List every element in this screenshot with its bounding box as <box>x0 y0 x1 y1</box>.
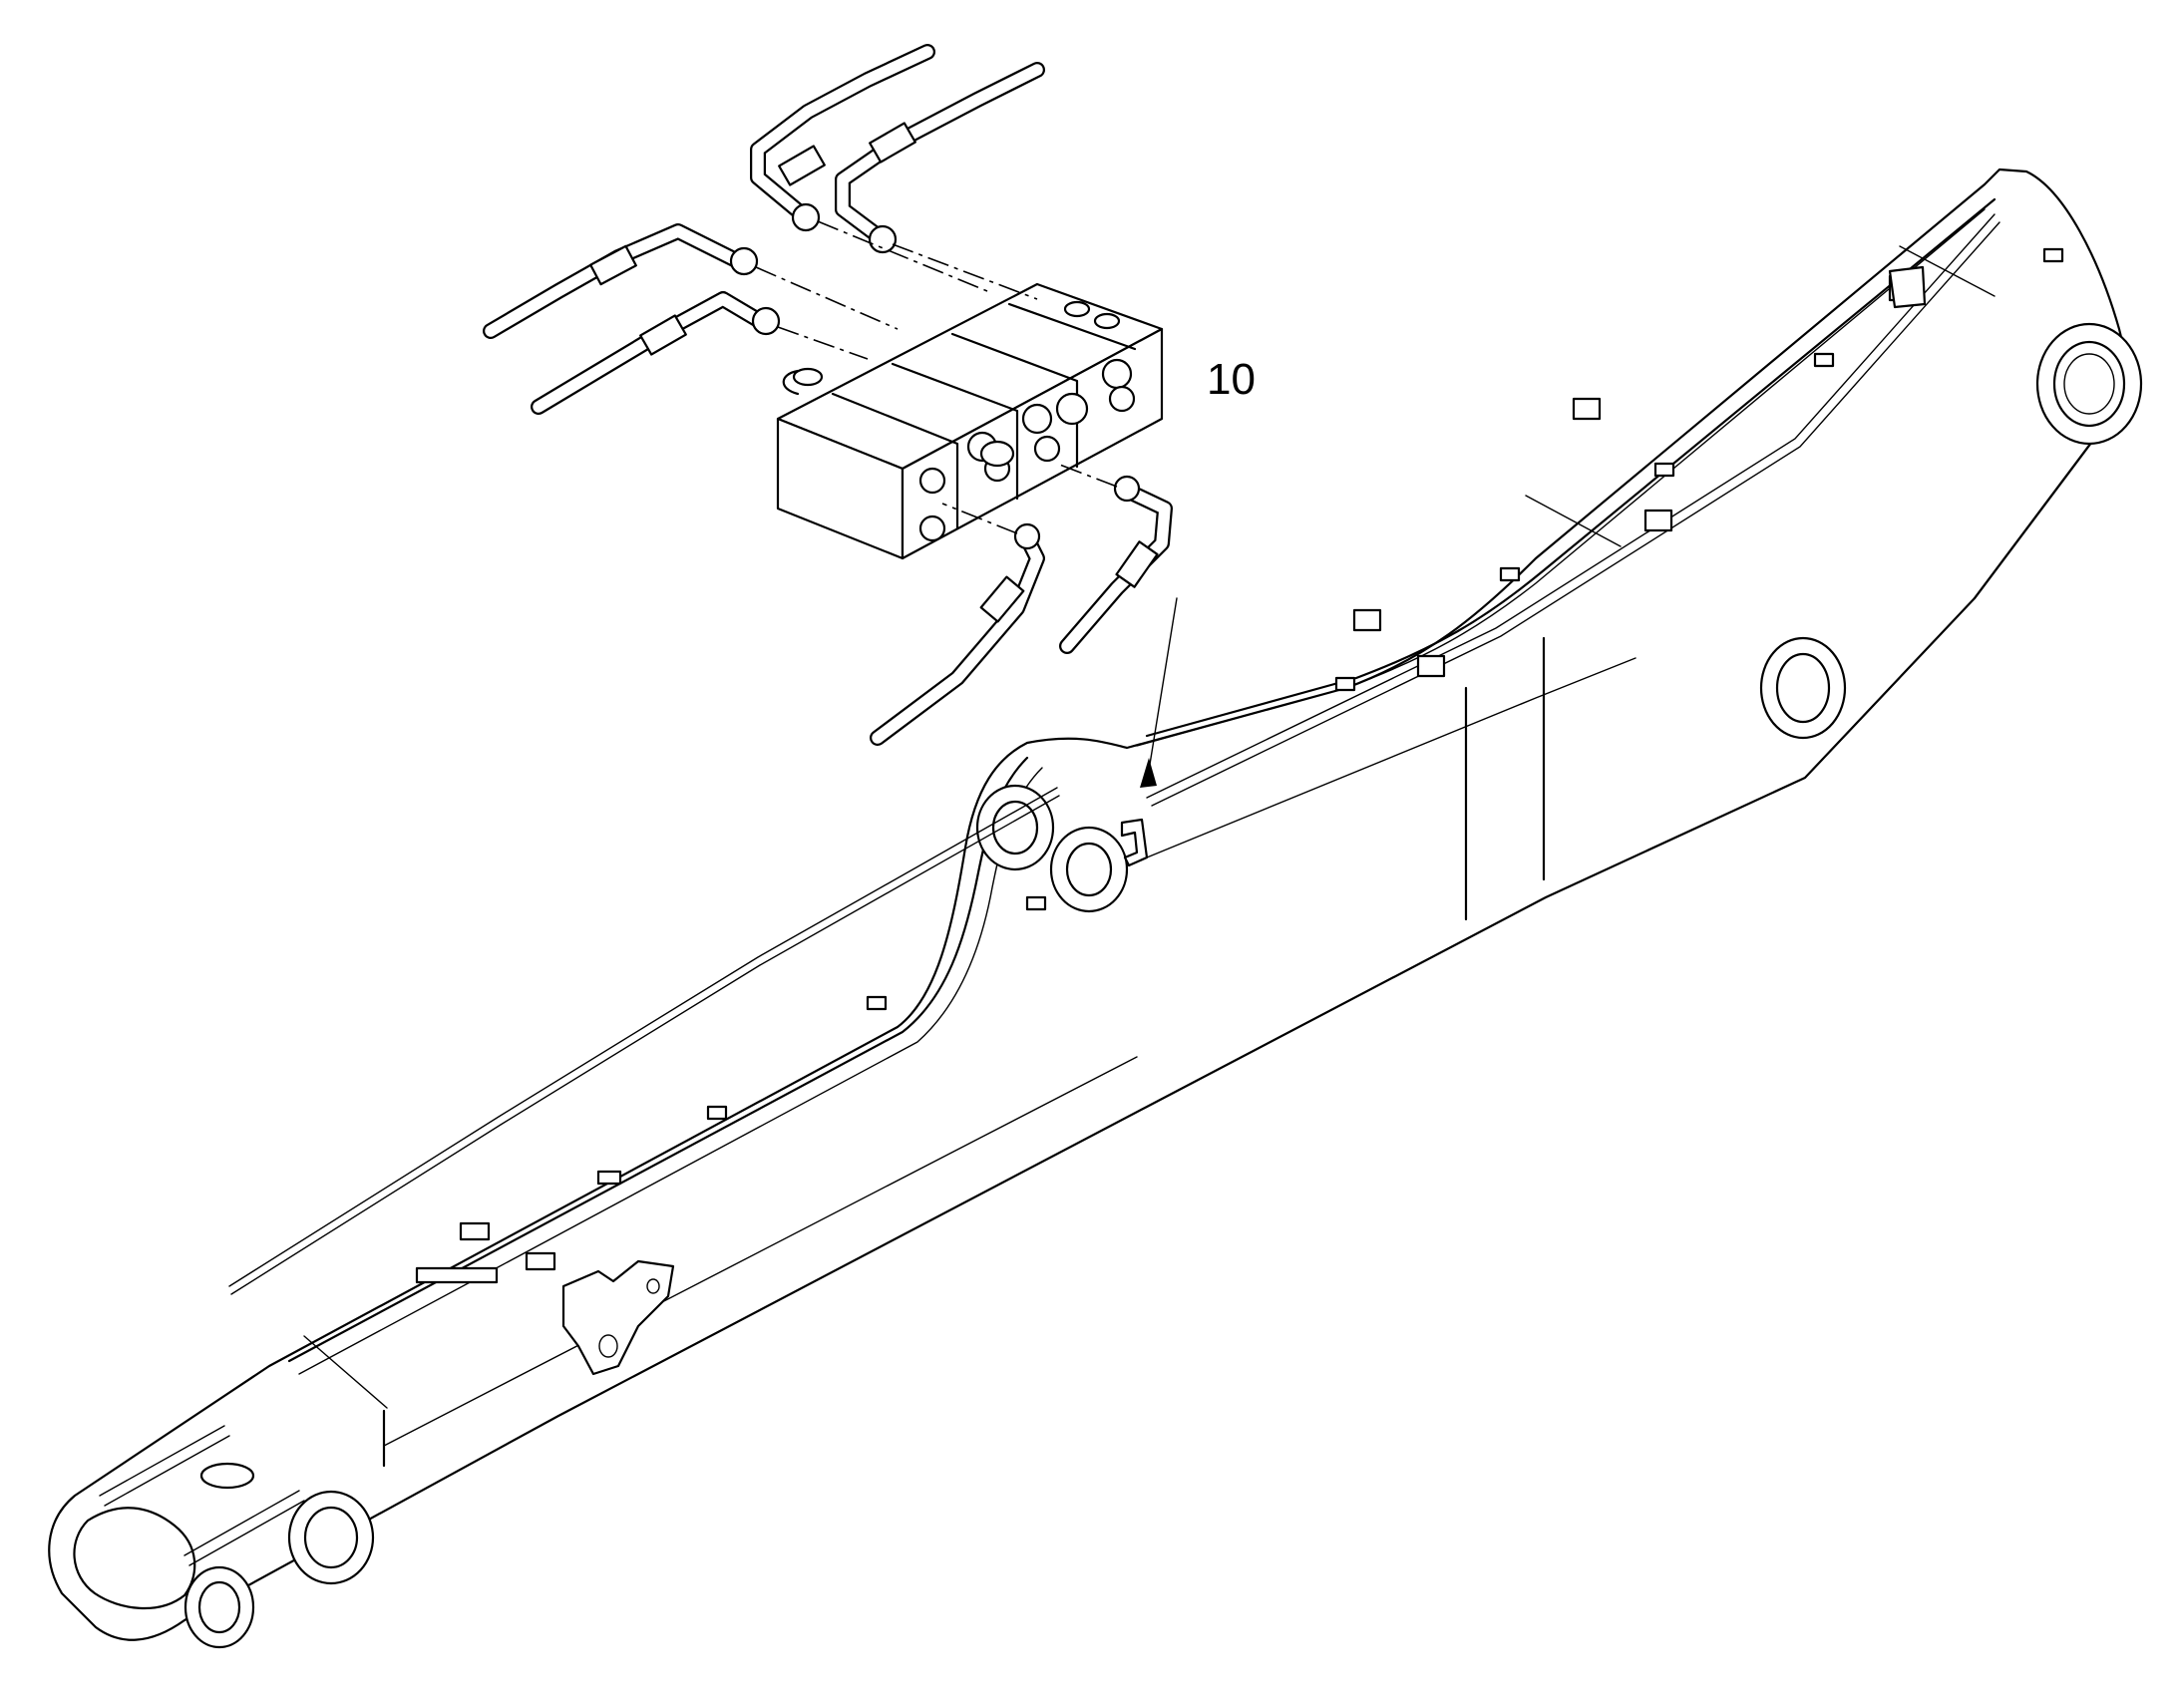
hose-fittings <box>589 122 1159 623</box>
boom-hose-line-lower <box>228 787 1058 1287</box>
boom-nose-slot-2 <box>183 1490 305 1566</box>
hydraulic-valve-block <box>776 282 1164 560</box>
boom-nose-slot <box>99 1425 230 1507</box>
boom-side-line <box>1146 657 1636 858</box>
y-bracket <box>561 1259 675 1376</box>
boom-lower-edge <box>1973 437 2096 600</box>
knuckle-bracket <box>1120 818 1149 867</box>
leader-arrowhead <box>1140 758 1157 788</box>
boom-arm <box>48 168 2143 1649</box>
boom-plate-line-5 <box>1525 495 1622 547</box>
boom-top-plate <box>1888 265 1927 309</box>
boom-nose-plate <box>199 1462 255 1490</box>
hydraulic-hoses <box>483 44 1173 746</box>
middle-pin-boss <box>1759 636 1847 740</box>
boom-hose-line-lower-2 <box>230 795 1060 1295</box>
boom-side-line-2 <box>383 1056 1138 1447</box>
callout-label: 10 <box>1207 355 1256 404</box>
valve-fittings <box>918 358 1136 542</box>
boom-nose <box>73 1507 196 1610</box>
callout-10: 10 <box>1140 355 1256 788</box>
right-pin-boss <box>2035 322 2143 446</box>
knuckle-boss-1 <box>975 784 1055 871</box>
boom-top-inner <box>1136 208 1986 747</box>
knuckle-boss-2 <box>1049 826 1129 913</box>
leader-line <box>1146 597 1178 784</box>
boom-plate-line-4 <box>303 1335 388 1409</box>
boom-hose-line-upper <box>1146 213 1996 799</box>
boom-plate-line-6 <box>1899 245 1996 297</box>
nose-pin-boss <box>183 1565 255 1649</box>
boom-hose-line-upper-2 <box>1151 221 2000 807</box>
left-pin-boss <box>287 1490 375 1585</box>
boom-top-edge <box>1145 197 1997 738</box>
